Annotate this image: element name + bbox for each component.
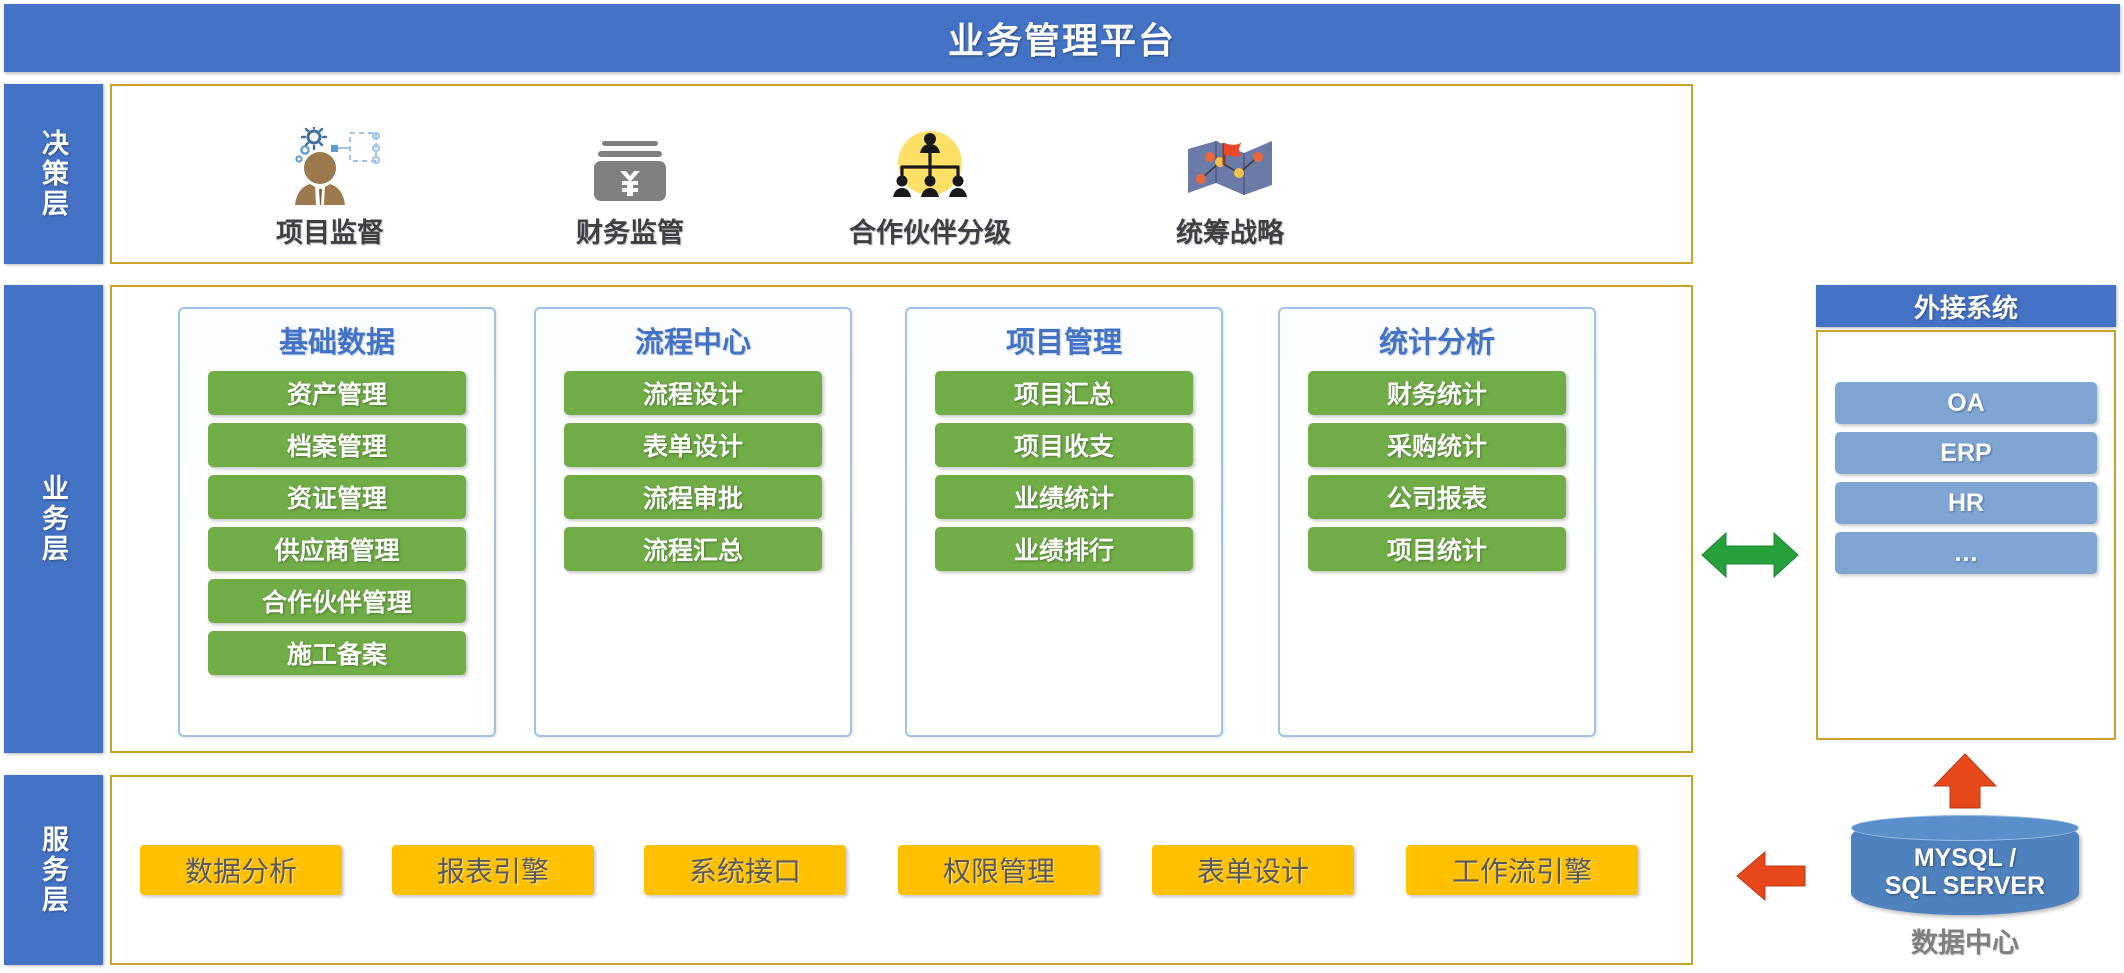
orange-up-arrow-icon: [1930, 752, 2000, 810]
data-center-caption: 数据中心: [1911, 928, 2019, 958]
business-item[interactable]: 流程审批: [564, 475, 822, 519]
org-hierarchy-people-icon: [876, 127, 984, 205]
business-group-3: 统计分析 财务统计 采购统计 公司报表 项目统计: [1278, 307, 1596, 737]
business-item[interactable]: 业绩排行: [935, 527, 1193, 571]
service-item-4[interactable]: 表单设计: [1152, 845, 1354, 895]
business-group-2: 项目管理 项目汇总 项目收支 业绩统计 业绩排行: [905, 307, 1223, 737]
business-group-2-title: 项目管理: [1005, 327, 1122, 359]
platform-title-bar: 业务管理平台: [4, 4, 2120, 72]
database-label: MYSQL / SQL SERVER: [1885, 844, 2045, 900]
decision-item-1[interactable]: 财务监管: [480, 127, 780, 250]
business-item[interactable]: 业绩统计: [935, 475, 1193, 519]
business-item[interactable]: 项目收支: [935, 423, 1193, 467]
supervisor-person-gear-icon: [276, 127, 384, 205]
decision-items-row: 项目监督 财务监管: [180, 110, 1640, 250]
business-item[interactable]: 合作伙伴管理: [208, 579, 466, 623]
business-item[interactable]: 施工备案: [208, 631, 466, 675]
external-system-items: OA ERP HR …: [1835, 382, 2097, 574]
decision-item-1-label: 财务监管: [576, 218, 684, 248]
business-group-0-title: 基础数据: [278, 327, 395, 359]
business-item[interactable]: 项目统计: [1308, 527, 1566, 571]
business-item[interactable]: 项目汇总: [935, 371, 1193, 415]
layer-tab-service-label: 服务层: [38, 825, 68, 915]
service-item-2[interactable]: 系统接口: [644, 845, 846, 895]
decision-item-0-label: 项目监督: [276, 218, 384, 248]
decision-item-2-label: 合作伙伴分级: [849, 218, 1011, 248]
decision-item-3-label: 统筹战略: [1176, 218, 1284, 248]
business-item[interactable]: 资证管理: [208, 475, 466, 519]
business-group-1: 流程中心 流程设计 表单设计 流程审批 流程汇总: [534, 307, 852, 737]
service-item-5[interactable]: 工作流引擎: [1406, 845, 1638, 895]
business-item[interactable]: 流程汇总: [564, 527, 822, 571]
service-items-row: 数据分析 报表引擎 系统接口 权限管理 表单设计 工作流引擎: [140, 845, 1638, 895]
orange-left-arrow-icon: [1735, 850, 1807, 902]
external-system-item-more[interactable]: …: [1835, 532, 2097, 574]
money-card-yuan-icon: [576, 127, 684, 205]
service-item-0[interactable]: 数据分析: [140, 845, 342, 895]
external-system-item-oa[interactable]: OA: [1835, 382, 2097, 424]
business-item[interactable]: 公司报表: [1308, 475, 1566, 519]
database-label-line1: MYSQL /: [1913, 844, 2017, 872]
layer-tab-service[interactable]: 服务层: [4, 775, 103, 965]
business-item[interactable]: 档案管理: [208, 423, 466, 467]
business-group-1-items: 流程设计 表单设计 流程审批 流程汇总: [536, 371, 850, 571]
layer-tab-business-label: 业务层: [38, 474, 68, 564]
external-system-header: 外接系统: [1816, 285, 2116, 327]
strategy-map-icon: [1176, 127, 1284, 205]
database-cylinder-icon: MYSQL / SQL SERVER: [1851, 815, 2079, 915]
business-group-3-title: 统计分析: [1378, 327, 1495, 359]
decision-item-0[interactable]: 项目监督: [180, 127, 480, 250]
business-item[interactable]: 流程设计: [564, 371, 822, 415]
layer-tab-decision[interactable]: 决策层: [4, 84, 103, 264]
business-group-1-title: 流程中心: [634, 327, 751, 359]
external-system-item-erp[interactable]: ERP: [1835, 432, 2097, 474]
decision-item-3[interactable]: 统筹战略: [1080, 127, 1380, 250]
decision-item-2[interactable]: 合作伙伴分级: [780, 127, 1080, 250]
layer-tab-decision-label: 决策层: [38, 129, 68, 219]
business-group-2-items: 项目汇总 项目收支 业绩统计 业绩排行: [907, 371, 1221, 571]
business-group-3-items: 财务统计 采购统计 公司报表 项目统计: [1280, 371, 1594, 571]
green-double-arrow-icon: [1700, 525, 1800, 585]
layer-tab-business[interactable]: 业务层: [4, 285, 103, 753]
service-item-3[interactable]: 权限管理: [898, 845, 1100, 895]
business-item[interactable]: 供应商管理: [208, 527, 466, 571]
external-system-item-hr[interactable]: HR: [1835, 482, 2097, 524]
service-item-1[interactable]: 报表引擎: [392, 845, 594, 895]
business-item[interactable]: 财务统计: [1308, 371, 1566, 415]
business-group-0-items: 资产管理 档案管理 资证管理 供应商管理 合作伙伴管理 施工备案: [180, 371, 494, 675]
database-label-line2: SQL SERVER: [1884, 872, 2046, 900]
page-title: 业务管理平台: [947, 20, 1176, 61]
external-system-title: 外接系统: [1913, 292, 2018, 323]
business-item[interactable]: 表单设计: [564, 423, 822, 467]
business-group-0: 基础数据 资产管理 档案管理 资证管理 供应商管理 合作伙伴管理 施工备案: [178, 307, 496, 737]
data-center: MYSQL / SQL SERVER 数据中心: [1851, 815, 2079, 960]
business-item[interactable]: 采购统计: [1308, 423, 1566, 467]
business-item[interactable]: 资产管理: [208, 371, 466, 415]
